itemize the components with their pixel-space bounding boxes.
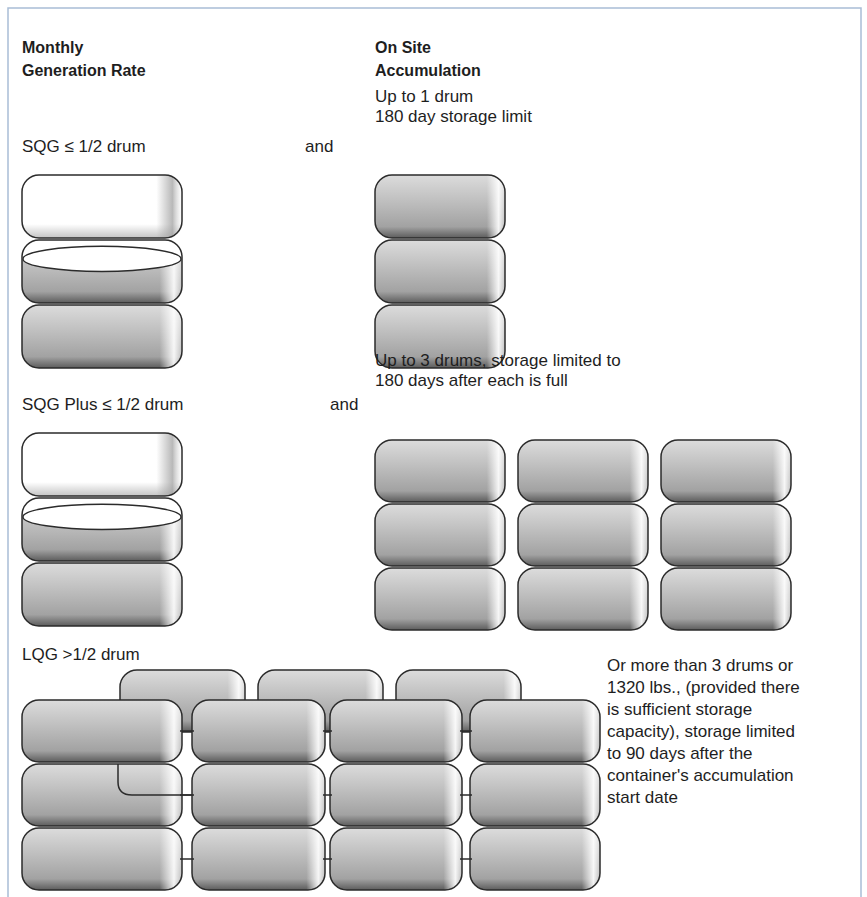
drum-symbol (470, 700, 600, 762)
accumulation-limit: Up to 3 drums, storage limited to 180 da… (375, 351, 633, 391)
drum-symbol (470, 828, 600, 890)
drum-symbol (22, 828, 182, 890)
drum-symbol (330, 764, 462, 826)
drum-symbol (22, 563, 182, 626)
drum-symbol (192, 700, 325, 762)
drum-symbol (330, 828, 462, 890)
connector-word: and (330, 395, 358, 415)
pipe-line (460, 730, 472, 732)
drum-symbol (192, 764, 325, 826)
drum-symbol (330, 700, 462, 762)
drum-symbol (661, 568, 791, 630)
drum-symbol (22, 498, 182, 561)
accumulation-note: Or more than 3 drums or 1320 lbs., (prov… (607, 655, 801, 809)
connector-word: and (305, 137, 333, 157)
drum-symbol (192, 828, 325, 890)
drum-symbol (375, 504, 505, 566)
accumulation-limit: Up to 1 drum (375, 87, 473, 107)
pipe-line (118, 764, 192, 795)
drum-symbol (470, 764, 600, 826)
drum-symbol (22, 433, 182, 496)
drum-symbol (518, 568, 648, 630)
pipe-line (323, 730, 332, 732)
column-heading: Monthly Generation Rate (22, 36, 157, 82)
drum-symbol (22, 700, 182, 762)
storage-limit: 180 day storage limit (375, 107, 532, 127)
drum-symbol (22, 305, 182, 368)
generator-category: SQG ≤ 1/2 drum (22, 137, 146, 157)
pipe-line (323, 858, 332, 860)
generator-category: SQG Plus ≤ 1/2 drum (22, 395, 183, 415)
pipe-line (323, 794, 332, 796)
drum-symbol (375, 240, 505, 303)
generator-category: LQG >1/2 drum (22, 645, 140, 665)
drum-symbol (375, 175, 505, 238)
page-frame (8, 8, 861, 897)
drum-symbol (518, 504, 648, 566)
drum-symbol (375, 440, 505, 502)
pipe-line (180, 858, 194, 860)
drum-symbol (22, 175, 182, 238)
pipe-line (460, 794, 472, 796)
drum-symbol (661, 504, 791, 566)
column-heading: On Site Accumulation (375, 36, 490, 82)
drum-symbol (518, 440, 648, 502)
pipe-line (460, 858, 472, 860)
pipe-line (180, 730, 194, 732)
drum-symbol (375, 568, 505, 630)
drum-symbol (661, 440, 791, 502)
drum-symbol (22, 240, 182, 303)
